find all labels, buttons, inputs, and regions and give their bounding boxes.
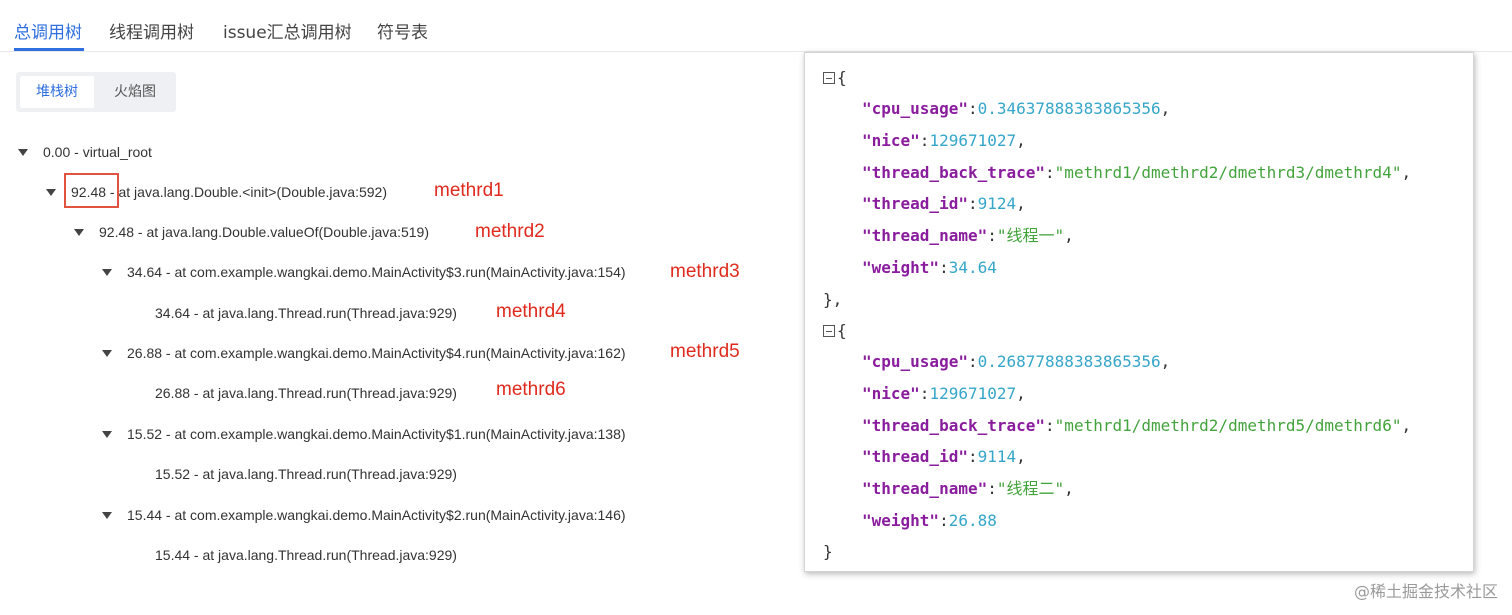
json-popup-panel: { "cpu_usage":0.34637888383865356, "nice… <box>804 52 1474 572</box>
tree-node[interactable]: 34.64 - at java.lang.Thread.run(Thread.j… <box>0 302 780 324</box>
tree-node[interactable]: 34.64 - at com.example.wangkai.demo.Main… <box>0 261 780 283</box>
caret-down-icon[interactable] <box>46 189 56 196</box>
annotation-methrd5: methrd5 <box>670 341 740 362</box>
stack-tree-button[interactable]: 堆栈树 <box>20 76 94 108</box>
active-tab-indicator <box>14 48 84 51</box>
node-frame: - at java.lang.Double.<init>(Double.java… <box>106 184 387 200</box>
caret-down-icon[interactable] <box>18 149 28 156</box>
flame-graph-button[interactable]: 火焰图 <box>114 84 156 100</box>
tree-node-label: 15.44 - at java.lang.Thread.run(Thread.j… <box>155 547 457 563</box>
node-weight: 92.48 <box>71 184 107 200</box>
annotation-methrd1: methrd1 <box>434 180 504 201</box>
weight-highlight-box <box>64 173 119 208</box>
json-line-nice: "nice":129671027, <box>862 384 1026 403</box>
tree-node[interactable]: 15.44 - at java.lang.Thread.run(Thread.j… <box>0 544 780 566</box>
json-line-cpu-usage: "cpu_usage":0.26877888383865356, <box>862 352 1171 371</box>
tree-node[interactable]: 15.52 - at com.example.wangkai.demo.Main… <box>0 423 780 445</box>
collapse-icon[interactable] <box>823 325 835 337</box>
caret-down-icon[interactable] <box>102 269 112 276</box>
json-line-cpu-usage: "cpu_usage":0.34637888383865356, <box>862 99 1171 118</box>
annotation-methrd4: methrd4 <box>496 301 566 322</box>
json-object-close: } <box>823 542 833 561</box>
tree-node-label: 92.48 - at java.lang.Double.valueOf(Doub… <box>99 224 429 240</box>
tree-node-label: 15.52 - at java.lang.Thread.run(Thread.j… <box>155 466 457 482</box>
tree-node-label: 15.52 - at com.example.wangkai.demo.Main… <box>127 426 626 442</box>
caret-down-icon[interactable] <box>102 431 112 438</box>
tab-issue-summary-call-tree[interactable]: issue汇总调用树 <box>223 23 352 43</box>
tab-total-call-tree[interactable]: 总调用树 <box>14 23 82 43</box>
tree-node[interactable]: 26.88 - at java.lang.Thread.run(Thread.j… <box>0 382 780 404</box>
json-line-thread-id: "thread_id":9114, <box>862 447 1026 466</box>
tree-node-label: 34.64 - at java.lang.Thread.run(Thread.j… <box>155 305 457 321</box>
tab-bar: 总调用树 线程调用树 issue汇总调用树 符号表 <box>0 0 1512 52</box>
caret-down-icon[interactable] <box>74 229 84 236</box>
json-line-weight: "weight":26.88 <box>862 511 997 530</box>
watermark: @稀土掘金技术社区 <box>1353 582 1498 601</box>
collapse-icon[interactable] <box>823 72 835 84</box>
caret-down-icon[interactable] <box>102 512 112 519</box>
tree-node[interactable]: 92.48 - at java.lang.Double.valueOf(Doub… <box>0 221 780 243</box>
annotation-methrd2: methrd2 <box>475 221 545 242</box>
tree-node[interactable]: 26.88 - at com.example.wangkai.demo.Main… <box>0 342 780 364</box>
tree-node[interactable]: 15.52 - at java.lang.Thread.run(Thread.j… <box>0 463 780 485</box>
json-line-nice: "nice":129671027, <box>862 131 1026 150</box>
tab-thread-call-tree[interactable]: 线程调用树 <box>109 23 194 43</box>
tab-symbol-table[interactable]: 符号表 <box>377 23 428 43</box>
tree-node[interactable]: 15.44 - at com.example.wangkai.demo.Main… <box>0 504 780 526</box>
tree-node-label: 26.88 - at java.lang.Thread.run(Thread.j… <box>155 385 457 401</box>
tree-node-label: 26.88 - at com.example.wangkai.demo.Main… <box>127 345 626 361</box>
json-line-thread-name: "thread_name":"线程一", <box>862 226 1074 245</box>
annotation-methrd6: methrd6 <box>496 379 566 400</box>
tree-node-label: 0.00 - virtual_root <box>43 144 152 160</box>
tree-node-label: 92.48 - at java.lang.Double.<init>(Doubl… <box>71 181 387 203</box>
view-switch: 堆栈树 火焰图 <box>16 72 176 112</box>
json-line-thread-back-trace: "thread_back_trace":"methrd1/dmethrd2/dm… <box>862 416 1412 435</box>
json-object-open: { <box>823 320 847 342</box>
json-object-close: }, <box>823 290 843 309</box>
json-line-weight: "weight":34.64 <box>862 258 997 277</box>
json-line-thread-name: "thread_name":"线程二", <box>862 479 1074 498</box>
tree-node-label: 15.44 - at com.example.wangkai.demo.Main… <box>127 507 626 523</box>
tree-node[interactable]: 92.48 - at java.lang.Double.<init>(Doubl… <box>0 181 780 203</box>
json-line-thread-id: "thread_id":9124, <box>862 194 1026 213</box>
caret-down-icon[interactable] <box>102 350 112 357</box>
json-line-thread-back-trace: "thread_back_trace":"methrd1/dmethrd2/dm… <box>862 163 1412 182</box>
tree-node[interactable]: 0.00 - virtual_root <box>0 141 780 163</box>
tree-node-label: 34.64 - at com.example.wangkai.demo.Main… <box>127 264 626 280</box>
annotation-methrd3: methrd3 <box>670 261 740 282</box>
json-object-open: { <box>823 67 847 89</box>
